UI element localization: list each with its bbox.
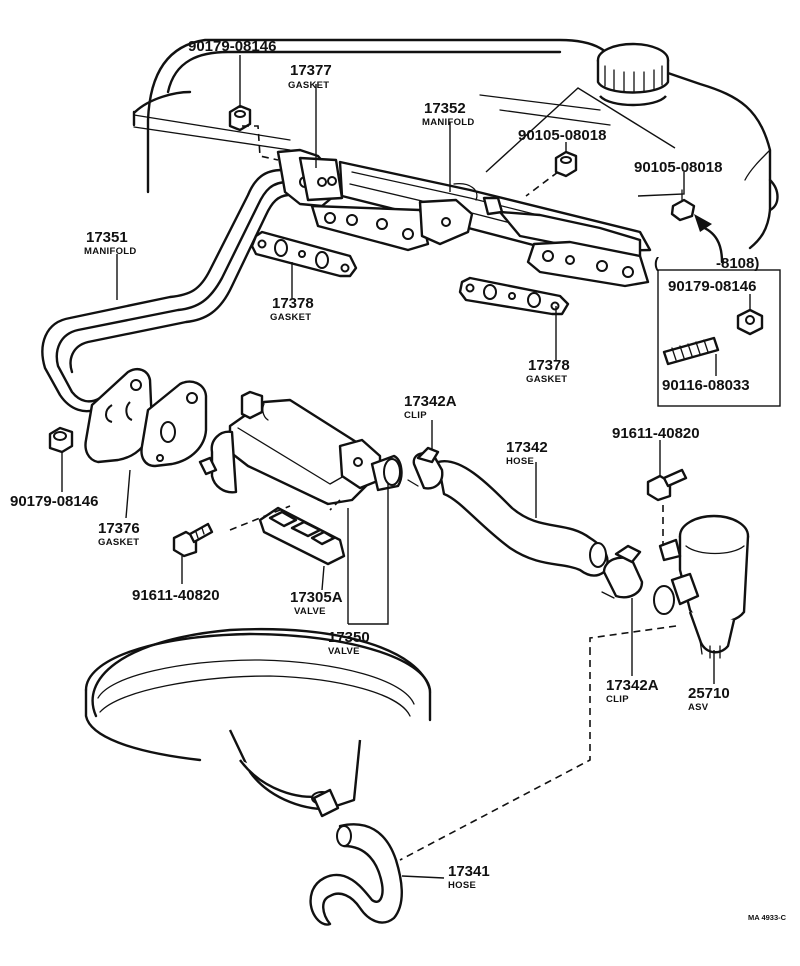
label-17342: 17342	[506, 439, 548, 456]
manifold-17352-icon	[276, 148, 652, 288]
label-17352: 17352	[424, 100, 466, 117]
gasket-17378-left-icon	[250, 230, 358, 278]
alignment-dashed-lines	[229, 125, 677, 861]
arrow-head-icon	[694, 214, 712, 232]
label-17342A-top: 17342A	[404, 393, 457, 410]
label-17377: 17377	[290, 62, 332, 79]
variant-box	[657, 269, 781, 407]
label-90105-08018-b: 90105-08018	[634, 159, 722, 176]
label-90116-08033: 90116-08033	[662, 377, 750, 394]
label-8108-paren: (	[654, 255, 659, 272]
valve-17305A-icon	[258, 506, 346, 566]
label-17378-left: 17378	[272, 295, 314, 312]
figure-reference: MA 4933-C	[748, 913, 787, 922]
label-17351: 17351	[86, 229, 128, 246]
label-17376: 17376	[98, 520, 140, 537]
bolt-91611-right-icon	[646, 468, 688, 502]
label-90105-08018-a: 90105-08018	[518, 127, 606, 144]
stud-90105-b-icon	[670, 189, 696, 222]
label-90179-08146-top: 90179-08146	[188, 38, 276, 55]
gasket-17378-right-icon	[458, 276, 570, 316]
label-17305A-name: VALVE	[294, 606, 326, 617]
label-17341-name: HOSE	[448, 880, 476, 891]
label-17342A-top-name: CLIP	[404, 410, 427, 421]
clip-17342A-top-icon	[407, 446, 444, 490]
label-90179-08146-left: 90179-08146	[10, 493, 98, 510]
leader-lines	[61, 55, 751, 879]
label-17342A-bottom-name: CLIP	[606, 694, 629, 705]
reservoir-cap-icon	[596, 42, 670, 107]
valve-17350-icon	[198, 390, 403, 506]
hose-17342-icon	[436, 459, 609, 577]
label-17351-name: MANIFOLD	[84, 246, 137, 257]
manifold-17351-pipe-icon	[41, 168, 290, 413]
label-17377-name: GASKET	[288, 80, 329, 91]
manifold-flange-icon	[84, 368, 154, 464]
label-17378-right-name: GASKET	[526, 374, 567, 385]
label-17376-name: GASKET	[98, 537, 139, 548]
stud-90116-icon	[662, 336, 720, 366]
clip-17342A-bottom-icon	[601, 544, 644, 599]
gasket-17376-icon	[140, 380, 208, 468]
label-17350: 17350	[328, 629, 370, 646]
label-17378-left-name: GASKET	[270, 312, 311, 323]
label-17378-right: 17378	[528, 357, 570, 374]
label-17342A-bottom: 17342A	[606, 677, 659, 694]
label-17341: 17341	[448, 863, 490, 880]
labels: 90179-08146 17377 GASKET 17352 MANIFOLD …	[10, 38, 787, 922]
label-25710-name: ASV	[688, 702, 709, 713]
label-17305A: 17305A	[290, 589, 343, 606]
label-17350-name: VALVE	[328, 646, 360, 657]
label-25710: 25710	[688, 685, 730, 702]
nut-90179-box-icon	[736, 308, 764, 336]
label-90179-08146-box: 90179-08146	[668, 278, 756, 295]
hose-17341-icon	[309, 823, 403, 926]
nut-90105-a-icon	[554, 150, 578, 178]
label-8108: -8108)	[716, 255, 759, 272]
nut-90179-left-icon	[48, 426, 74, 454]
label-17342-name: HOSE	[506, 456, 534, 467]
label-91611-40820-left: 91611-40820	[132, 587, 220, 604]
bolt-91611-left-icon	[172, 522, 214, 558]
air-cleaner-icon	[84, 628, 432, 818]
label-91611-40820-right: 91611-40820	[612, 425, 700, 442]
asv-25710-icon	[653, 514, 750, 659]
label-17352-name: MANIFOLD	[422, 117, 475, 128]
